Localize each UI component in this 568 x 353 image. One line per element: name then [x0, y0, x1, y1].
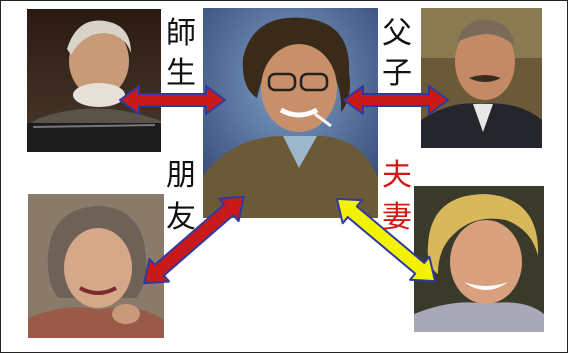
- label-father-first: 父: [382, 16, 412, 51]
- label-mentor-second: 生: [166, 56, 196, 91]
- portrait-father: [421, 8, 542, 148]
- portrait-center-man: [203, 8, 378, 218]
- label-spouse-first: 夫: [382, 158, 412, 193]
- label-friend-first: 朋: [166, 158, 196, 193]
- label-friend-second: 友: [166, 200, 196, 235]
- portrait-spouse: [414, 186, 544, 332]
- portrait-mentor: [27, 9, 161, 152]
- label-father-second: 子: [382, 56, 412, 91]
- label-mentor-first: 師: [166, 16, 196, 51]
- label-spouse-second: 妻: [382, 200, 412, 235]
- portrait-friend: [28, 194, 164, 338]
